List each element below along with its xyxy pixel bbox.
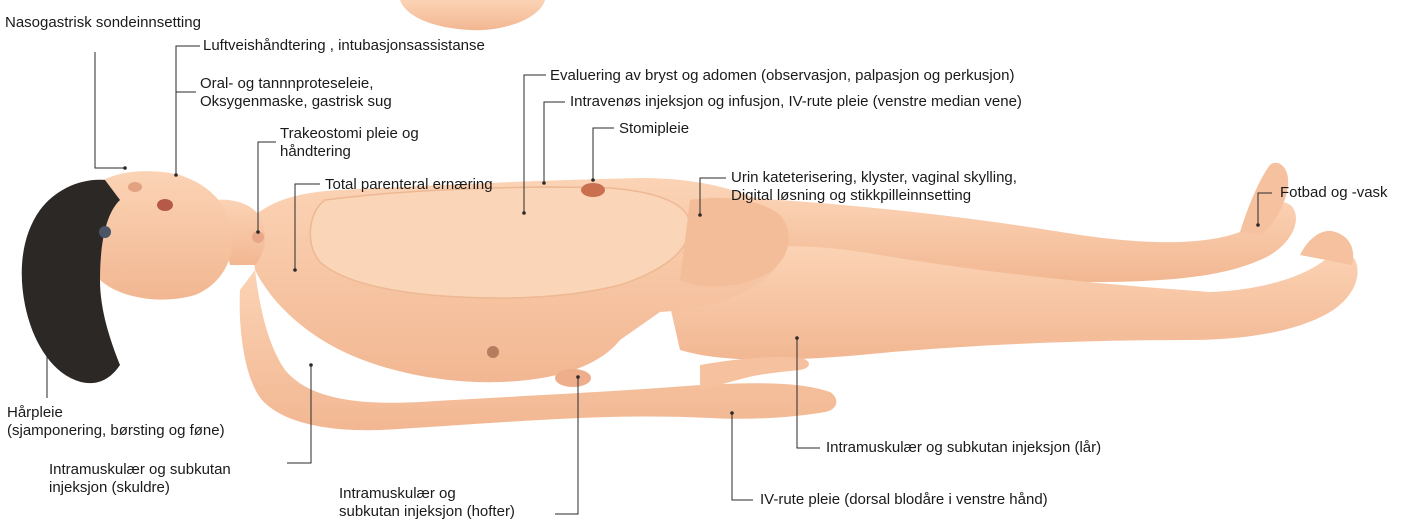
label-hip-injection-line2: subkutan injeksjon (hofter) <box>339 503 515 521</box>
spare-face-piece <box>400 0 545 30</box>
hip-joint <box>487 346 499 358</box>
mouth <box>157 199 173 211</box>
face <box>95 171 233 299</box>
label-hip-injection-line1: Intramuskulær og <box>339 485 456 503</box>
label-hair-care-line1: Hårpleie <box>7 404 63 422</box>
label-hair-care-line2: (sjamponering, børsting og føne) <box>7 422 225 440</box>
label-stoma-care: Stomipleie <box>619 120 689 138</box>
hip-pad <box>555 369 591 387</box>
label-urinary-catheter-line2: Digital løsning og stikkpilleinnsetting <box>731 187 971 205</box>
label-oral-care-line1: Oral- og tannnproteseleie, <box>200 75 373 93</box>
label-thigh-injection: Intramuskulær og subkutan injeksjon (lår… <box>826 439 1101 457</box>
label-parenteral-nutrition: Total parenteral ernæring <box>325 176 493 194</box>
label-tracheostomy-line1: Trakeostomi pleie og <box>280 125 419 143</box>
label-nasogastric-tube: Nasogastrisk sondeinnsetting <box>5 14 201 32</box>
stoma <box>581 183 605 197</box>
label-foot-bath: Fotbad og -vask <box>1280 184 1388 202</box>
label-oral-care-line2: Oksygenmaske, gastrisk sug <box>200 93 392 111</box>
eye <box>99 226 111 238</box>
label-iv-route-hand: IV-rute pleie (dorsal blodåre i venstre … <box>760 491 1048 509</box>
label-shoulder-injection-line1: Intramuskulær og subkutan <box>49 461 231 479</box>
label-chest-abdomen-evaluation: Evaluering av bryst og adomen (observasj… <box>550 67 1014 85</box>
label-intravenous-injection: Intravenøs injeksjon og infusjon, IV-rut… <box>570 93 1022 111</box>
label-airway-management: Luftveishåndtering , intubasjonsassistan… <box>203 37 485 55</box>
label-shoulder-injection-line2: injeksjon (skuldre) <box>49 479 170 497</box>
nose <box>128 182 142 192</box>
near-foot <box>1300 231 1353 265</box>
label-urinary-catheter-line1: Urin kateterisering, klyster, vaginal sk… <box>731 169 1017 187</box>
label-tracheostomy-line2: håndtering <box>280 143 351 161</box>
